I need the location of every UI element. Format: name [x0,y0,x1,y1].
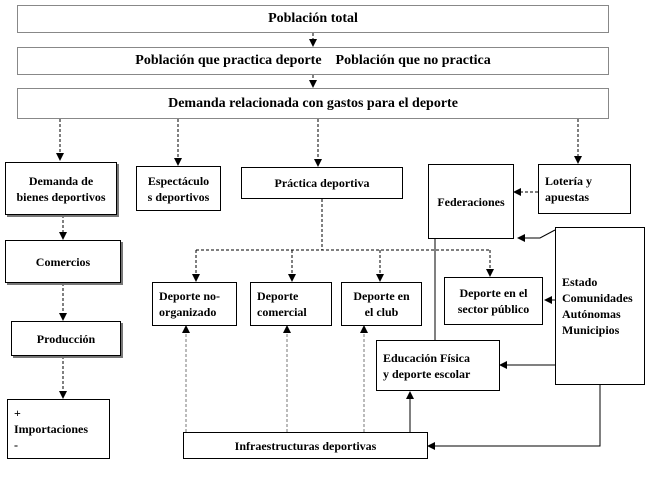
estado-line2: Comunidades [562,291,633,305]
educacion-box: Educación Física y deporte escolar [376,340,500,391]
estado-line3: Autónomas [562,307,621,321]
loteria-line1: Lotería y [545,174,592,188]
importaciones-minus: - [14,438,18,452]
comercios-box: Comercios [5,240,121,283]
espectaculos-line1: Espectáculo [147,173,210,188]
poblacion-total-box: Población total [17,5,609,33]
deporte-club-box: Deporte en el club [341,282,422,326]
infraestructuras-box: Infraestructuras deportivas [183,432,428,459]
deporte-publico-line1: Deporte en el [459,286,528,300]
demanda-bienes-box: Demanda de bienes deportivos [5,162,117,215]
deporte-comercial-line1: Deporte [257,289,299,303]
educacion-line2: y deporte escolar [383,366,471,381]
loteria-box: Lotería y apuestas [538,164,631,214]
importaciones-label: Importaciones [14,422,88,436]
deporte-comercial-box: Deporte comercial [250,282,332,326]
deporte-comercial-line2: comercial [257,305,307,319]
poblacion-practica-box: Población que practica deporte Población… [17,47,609,75]
deporte-club-line1: Deporte en [353,289,410,303]
deporte-publico-line2: sector público [457,302,530,316]
estado-line4: Municipios [562,323,620,337]
demanda-box: Demanda relacionada con gastos para el d… [17,88,609,119]
loteria-line2: apuestas [545,190,590,204]
educacion-line1: Educación Física [383,350,471,365]
deporte-no-organizado-box: Deporte no- organizado [152,282,237,326]
espectaculos-line2: s deportivos [147,189,210,204]
estado-line1: Estado [562,275,598,289]
estado-box: Estado Comunidades Autónomas Municipios [555,227,645,385]
espectaculos-box: Espectáculo s deportivos [136,166,221,211]
deporte-no-organizado-line2: organizado [159,305,217,319]
deporte-no-organizado-line1: Deporte no- [159,289,220,303]
deporte-publico-box: Deporte en el sector público [444,277,543,325]
practica-deportiva-box: Práctica deportiva [241,167,403,199]
federaciones-box: Federaciones [428,164,514,239]
produccion-box: Producción [11,321,121,356]
deporte-club-line2: el club [364,305,399,319]
importaciones-box: + Importaciones - [7,399,110,459]
importaciones-plus: + [14,406,21,420]
demanda-bienes-line2: bienes deportivos [16,189,106,204]
demanda-bienes-line1: Demanda de [28,173,94,188]
